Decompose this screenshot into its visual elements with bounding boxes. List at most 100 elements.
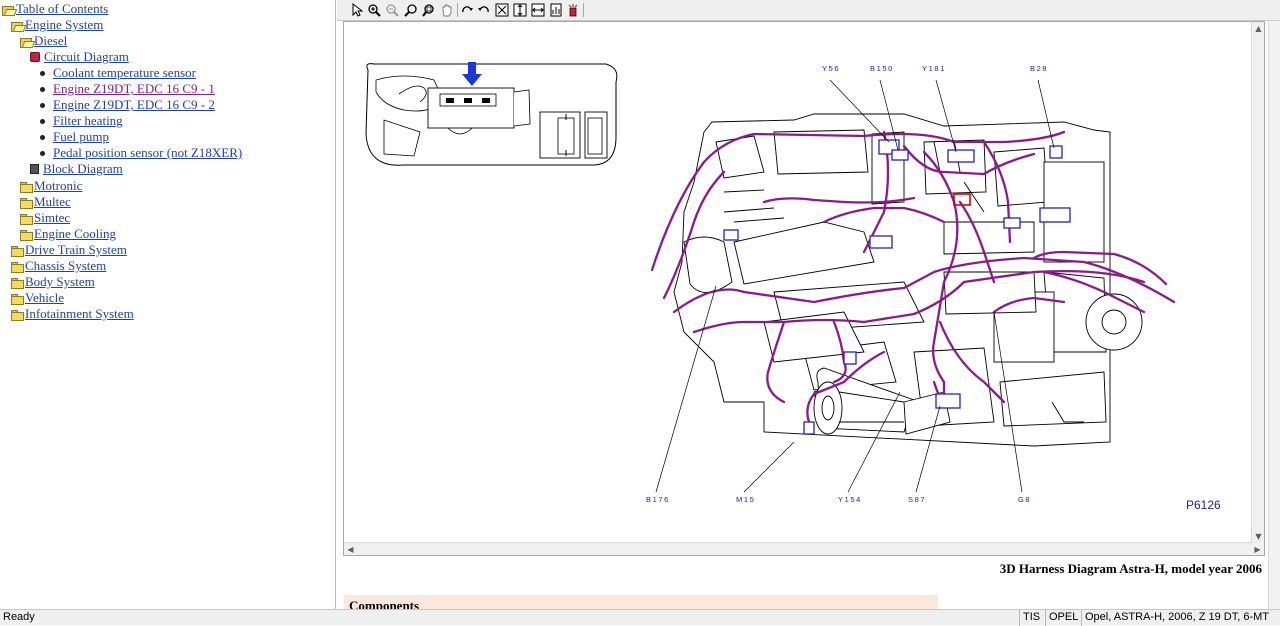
fit-width-icon[interactable]: [530, 2, 546, 18]
zoom-icon[interactable]: [403, 2, 419, 18]
connector-b150: [891, 149, 909, 161]
tree-item-diesel[interactable]: Diesel: [20, 33, 67, 49]
connector-m15: [803, 421, 815, 435]
status-brand: OPEL: [1045, 610, 1081, 626]
status-app: TIS: [1019, 610, 1045, 626]
tree-leaf[interactable]: Coolant temperature sensor: [40, 65, 196, 81]
select-arrow-icon[interactable]: [349, 2, 365, 18]
bullet-icon: [40, 86, 45, 92]
block-diagram-icon: [30, 164, 39, 174]
highlight-icon[interactable]: [565, 2, 581, 18]
rotate-right-icon[interactable]: [459, 2, 475, 18]
tree-item-motronic[interactable]: Motronic: [20, 178, 82, 194]
tree-item-drive-train-system[interactable]: Drive Train System: [11, 242, 127, 258]
zoom-out-icon[interactable]: [384, 2, 400, 18]
fit-height-icon[interactable]: [512, 2, 528, 18]
tree-leaf[interactable]: Engine Z19DT, EDC 16 C9 - 2: [40, 97, 215, 113]
folder-icon: [11, 277, 24, 289]
connectors: [723, 139, 1071, 435]
connector-s87: [935, 393, 961, 409]
diagram-code: P6126: [1186, 498, 1221, 512]
connector-y154-b: [1003, 217, 1021, 229]
tree-item-vehicle[interactable]: Vehicle: [11, 290, 64, 306]
tree-leaf[interactable]: Filter heating: [40, 113, 123, 129]
label-b28: B28: [1030, 64, 1048, 73]
tree-leaf[interactable]: Engine Z19DT, EDC 16 C9 - 1: [40, 81, 215, 97]
scroll-left-icon[interactable]: ◀: [347, 545, 354, 554]
connector-left: [723, 229, 739, 241]
bullet-icon: [40, 134, 45, 140]
pan-hand-icon[interactable]: [439, 2, 455, 18]
folder-icon: [20, 229, 33, 241]
connector-y154: [843, 351, 857, 365]
callout-lines: [655, 79, 1055, 493]
label-y56: Y56: [822, 64, 840, 73]
label-b150: B150: [870, 64, 894, 73]
folder-icon: [11, 293, 24, 305]
label-m15: M15: [736, 495, 755, 504]
scroll-up-icon[interactable]: ▲: [1255, 24, 1262, 33]
tree-leaf[interactable]: Pedal position sensor (not Z18XER): [40, 145, 242, 161]
connector-b28: [1049, 145, 1063, 159]
fit-all-icon[interactable]: [494, 2, 510, 18]
zoom-window-icon[interactable]: [421, 2, 437, 18]
location-arrow-icon: [462, 62, 482, 86]
label-s87: S87: [908, 495, 926, 504]
folder-icon: [20, 213, 33, 225]
bullet-icon: [40, 102, 45, 108]
folder-icon: [11, 261, 24, 273]
bullet-icon: [40, 118, 45, 124]
open-folder-icon: [20, 37, 32, 48]
circuit-diagram-icon: [30, 52, 40, 62]
tree-item-circuit-diagram[interactable]: Circuit Diagram: [30, 49, 129, 65]
highlighted-connector: [953, 193, 971, 206]
folder-icon: [20, 181, 33, 193]
tree-item-body-system[interactable]: Body System: [11, 274, 95, 290]
connector-y181: [947, 149, 975, 163]
label-g8: G8: [1018, 495, 1031, 504]
tree-item-block-diagram[interactable]: Block Diagram: [30, 161, 123, 177]
components-heading: Components: [349, 598, 420, 609]
harness-diagram: Y56 B150 Y181 B28 B176 M15 Y154 S87 G8 P…: [365, 62, 1221, 512]
horizontal-scrollbar[interactable]: ◀ ▶: [344, 542, 1264, 555]
page-vertical-scrollbar[interactable]: [1268, 21, 1280, 609]
help-icon[interactable]: ?: [570, 2, 586, 18]
viewer-toolbar: ?: [337, 0, 1280, 21]
tree-root[interactable]: Table of Contents: [2, 1, 108, 17]
status-vehicle: Opel, ASTRA-H, 2006, Z 19 DT, 6-MT: [1081, 610, 1280, 626]
tree-item-engine-cooling[interactable]: Engine Cooling: [20, 226, 116, 242]
open-folder-icon: [2, 5, 14, 16]
bullet-icon: [40, 70, 45, 76]
folder-icon: [20, 197, 33, 209]
zoom-in-icon[interactable]: [366, 2, 382, 18]
status-bar: Ready TIS OPEL Opel, ASTRA-H, 2006, Z 19…: [0, 609, 1280, 626]
tree-item-simtec[interactable]: Simtec: [20, 210, 70, 226]
folder-icon: [11, 245, 24, 257]
scroll-right-icon[interactable]: ▶: [1254, 545, 1261, 554]
open-folder-icon: [11, 21, 23, 32]
tree-item-multec[interactable]: Multec: [20, 194, 71, 210]
toolbar-separator: [457, 3, 458, 17]
label-b176: B176: [646, 495, 670, 504]
tree-item-engine-system[interactable]: Engine System: [11, 17, 103, 33]
table-of-contents-tree: Table of Contents Engine System Diesel C…: [0, 0, 336, 609]
status-ready: Ready: [3, 611, 35, 623]
label-y181: Y181: [922, 64, 946, 73]
scroll-down-icon[interactable]: ▼: [1255, 532, 1262, 541]
rotate-left-icon[interactable]: [476, 2, 492, 18]
diagram-caption: 3D Harness Diagram Astra-H, model year 2…: [999, 561, 1262, 576]
locator-inset: [365, 62, 618, 166]
bullet-icon: [40, 150, 45, 156]
connector-b28-b: [1039, 207, 1071, 223]
tree-item-infotainment-system[interactable]: Infotainment System: [11, 306, 134, 322]
diagram-viewer[interactable]: Y56 B150 Y181 B28 B176 M15 Y154 S87 G8 P…: [343, 21, 1265, 556]
connector-mid: [869, 235, 893, 249]
folder-icon: [11, 309, 24, 321]
vertical-scrollbar[interactable]: ▲ ▼: [1251, 22, 1264, 543]
components-section-header: Components: [344, 595, 938, 609]
tree-leaf[interactable]: Fuel pump: [40, 129, 109, 145]
tree-item-chassis-system[interactable]: Chassis System: [11, 258, 106, 274]
label-y154: Y154: [838, 495, 862, 504]
fit-page-icon[interactable]: [548, 2, 564, 18]
toolbar-separator: [583, 3, 584, 17]
